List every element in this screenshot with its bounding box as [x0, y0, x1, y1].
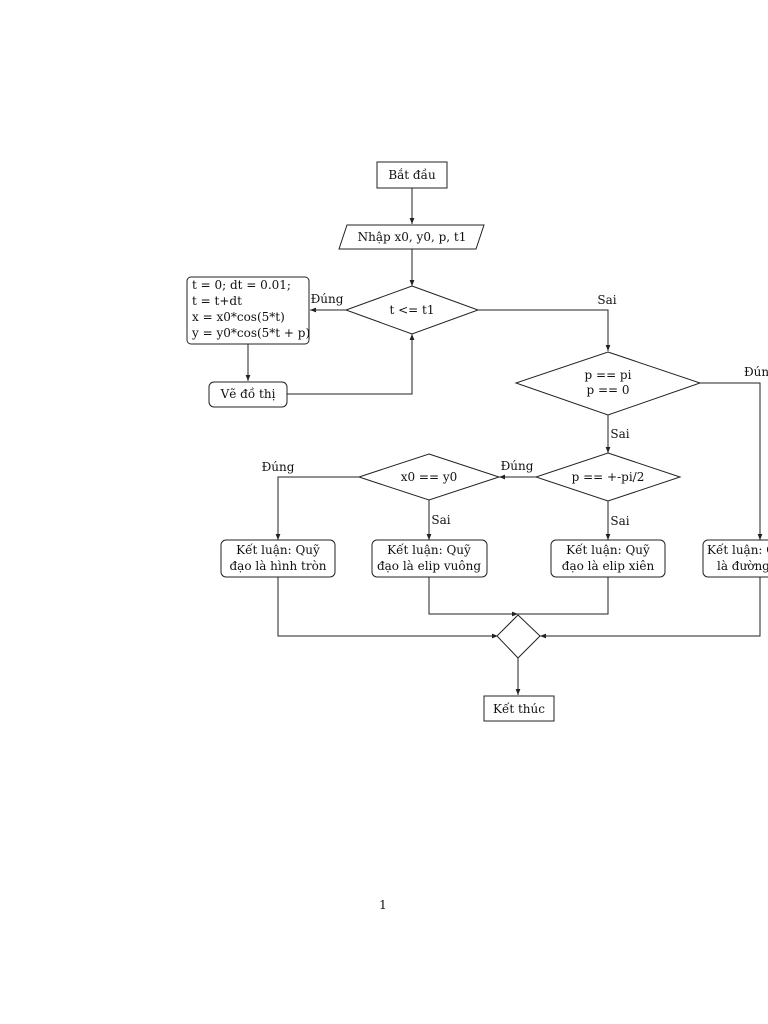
edge-labels: Đúng Sai Đún Sai Đúng Sai Đúng Sai	[262, 292, 768, 528]
input-node: Nhập x0, y0, p, t1	[338, 224, 485, 250]
xy-condition-label: x0 == y0	[401, 470, 458, 484]
edge-square-to-merge	[428, 577, 518, 617]
output-circle-line-1: Kết luận: Quỹ	[236, 542, 320, 557]
edges	[245, 188, 763, 695]
page-number: 1	[379, 898, 387, 912]
init-line-4: y = y0*cos(5*t + p)	[191, 326, 310, 340]
output-line-line-2: là đường	[717, 559, 768, 573]
loop-condition-label: t <= t1	[389, 303, 434, 317]
output-square-ellipse-line-2: đạo là elip vuông	[377, 559, 481, 573]
edge-circle-to-merge	[277, 577, 498, 639]
pi-condition-node: p == pi p == 0	[514, 351, 702, 416]
edge-line-to-merge	[540, 577, 761, 639]
output-oblique-ellipse-line-1: Kết luận: Quỹ	[566, 542, 650, 557]
output-line-line-1: Kết luận: Q	[707, 542, 768, 557]
label-xy-true: Đúng	[262, 460, 295, 474]
merge-node	[496, 614, 541, 659]
edge-loop-false-to-pi	[478, 309, 611, 351]
label-pi-true: Đún	[744, 365, 768, 379]
xy-condition-node: x0 == y0	[357, 453, 501, 501]
init-line-2: t = t+dt	[192, 294, 242, 308]
pi-condition-line-1: p == pi	[585, 368, 632, 382]
label-xy-false: Sai	[431, 513, 450, 527]
start-node: Bắt đầu	[376, 161, 448, 189]
label-half-false: Sai	[610, 514, 629, 528]
output-square-ellipse-node: Kết luận: Quỹ đạo là elip vuông	[371, 539, 488, 578]
edge-pi-true-to-line	[700, 382, 763, 540]
edge-oblique-to-merge	[518, 577, 609, 615]
half-pi-condition-label: p == +-pi/2	[572, 470, 645, 484]
end-node: Kết thúc	[483, 695, 555, 722]
input-label: Nhập x0, y0, p, t1	[358, 230, 467, 244]
plot-label: Vẽ đồ thị	[220, 386, 276, 401]
half-pi-condition-node: p == +-pi/2	[534, 452, 682, 502]
init-line-3: x = x0*cos(5*t)	[192, 310, 285, 324]
output-square-ellipse-line-1: Kết luận: Quỹ	[387, 542, 471, 557]
init-line-1: t = 0; dt = 0.01;	[192, 278, 291, 292]
pi-condition-line-2: p == 0	[586, 383, 629, 397]
output-circle-line-2: đạo là hình tròn	[229, 559, 326, 573]
label-half-true: Đúng	[501, 459, 534, 473]
label-loop-false: Sai	[597, 293, 616, 307]
init-node: t = 0; dt = 0.01; t = t+dt x = x0*cos(5*…	[186, 276, 310, 345]
plot-node: Vẽ đồ thị	[208, 381, 288, 408]
start-label: Bắt đầu	[388, 167, 436, 182]
edge-plot-to-loop	[287, 334, 415, 395]
loop-condition-node: t <= t1	[344, 285, 480, 335]
output-circle-node: Kết luận: Quỹ đạo là hình tròn	[220, 539, 336, 578]
output-line-node: Kết luận: Q là đường	[702, 539, 768, 578]
edge-xy-true-to-circle	[275, 476, 359, 540]
output-oblique-ellipse-line-2: đạo là elip xiên	[562, 559, 655, 573]
label-loop-true: Đúng	[311, 292, 344, 306]
output-oblique-ellipse-node: Kết luận: Quỹ đạo là elip xiên	[550, 539, 666, 578]
end-label: Kết thúc	[493, 701, 545, 716]
label-pi-false: Sai	[610, 427, 629, 441]
